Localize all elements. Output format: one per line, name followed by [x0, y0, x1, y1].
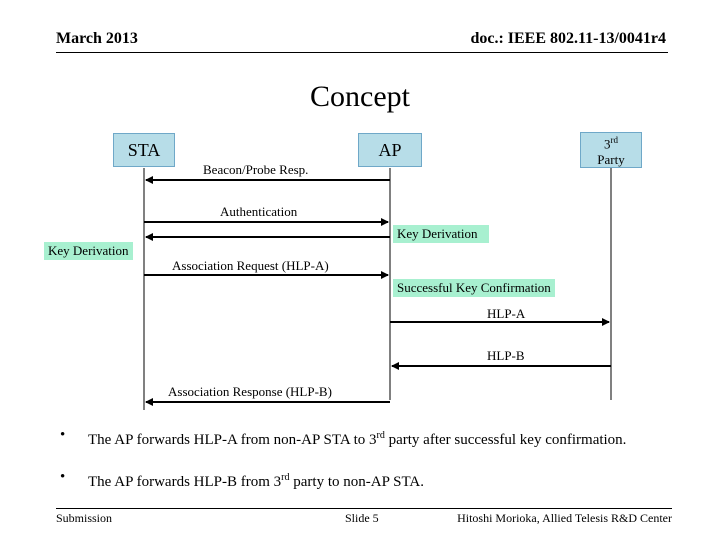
sta-label: STA — [127, 139, 161, 160]
third-party-ordinal: 3rd — [604, 134, 618, 152]
header-rule — [56, 52, 668, 53]
beacon-label: Beacon/Probe Resp. — [203, 162, 309, 177]
header-doc-id: doc.: IEEE 802.11-13/0041r4 — [470, 30, 666, 47]
key-derivation-ap-note: Key Derivation — [393, 225, 489, 243]
key-confirmation-note: Successful Key Confirmation — [393, 279, 555, 297]
bullet-dot: • — [60, 427, 66, 443]
hlp-b-label: HLP-B — [487, 348, 525, 363]
footer-author: Hitoshi Morioka, Allied Telesis R&D Cent… — [457, 511, 672, 525]
bullet-dot: • — [60, 469, 66, 485]
assoc-req-label: Association Request (HLP-A) — [172, 258, 329, 273]
assoc-resp-label: Association Response (HLP-B) — [168, 384, 332, 399]
sta-box: STA — [113, 133, 175, 167]
hlp-a-label: HLP-A — [487, 306, 526, 321]
footer-rule — [56, 508, 672, 509]
auth-label: Authentication — [220, 204, 298, 219]
ap-box: AP — [358, 133, 422, 167]
third-party-word: Party — [597, 152, 625, 168]
third-party-box: 3rd Party — [580, 132, 642, 168]
key-derivation-sta-note: Key Derivation — [44, 242, 133, 260]
footer-submission: Submission — [56, 511, 113, 525]
slide-title: Concept — [310, 80, 410, 113]
bullet-1-text: The AP forwards HLP-A from non-AP STA to… — [88, 430, 627, 448]
bullet-2-text: The AP forwards HLP-B from 3rd party to … — [88, 472, 425, 490]
footer-slide-number: Slide 5 — [345, 511, 379, 525]
ap-label: AP — [378, 139, 402, 160]
header-date: March 2013 — [56, 30, 138, 47]
